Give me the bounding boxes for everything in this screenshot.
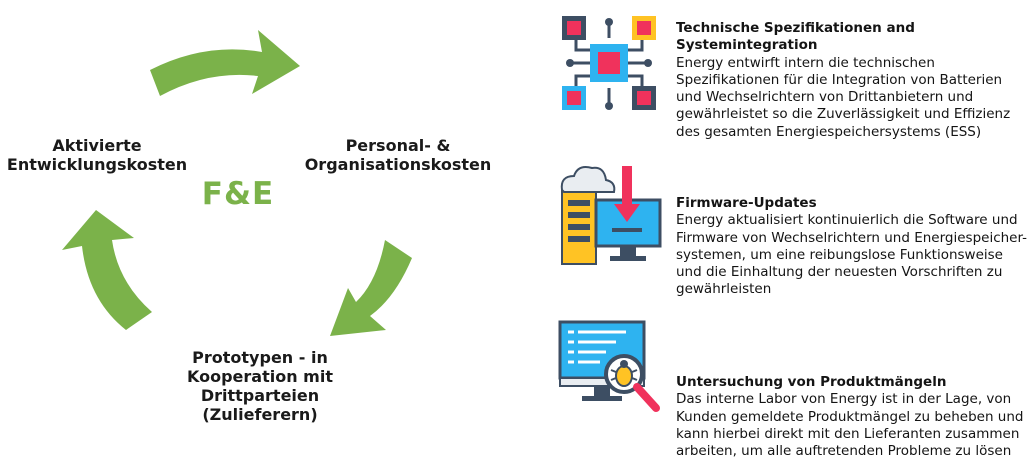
center-title: F&E <box>201 176 275 212</box>
item-firmware-updates: Firmware-Updates Energy aktualisiert kon… <box>556 160 1030 297</box>
item-specifications-text: Technische Spezifikationen and Systemint… <box>676 20 1030 141</box>
rd-cycle-diagram: Aktivierte Entwicklungskosten Personal- … <box>6 30 492 424</box>
item-defects-title: Untersuchung von Produktmängeln <box>676 374 947 390</box>
cycle-arrows <box>62 30 412 336</box>
monitor-bug-search-icon <box>558 320 660 412</box>
cycle-arrow-right <box>330 240 412 336</box>
node-label-prototypes: Prototypen - in Kooperation mit Drittpar… <box>187 348 333 424</box>
item-specifications-description: Energy entwirft intern die technischen S… <box>676 54 1011 140</box>
cycle-arrow-top <box>150 30 300 96</box>
item-product-defects: Untersuchung von Produktmängeln Das inte… <box>556 316 1030 459</box>
item-firmware-title: Firmware-Updates <box>676 195 817 211</box>
item-firmware-description: Energy aktualisiert kontinuierlich die S… <box>676 212 1028 298</box>
cloud-download-monitor-icon <box>560 166 662 265</box>
item-defects-text: Untersuchung von Produktmängeln Das inte… <box>676 374 1030 460</box>
item-defects-description: Das interne Labor von Energy ist in der … <box>676 391 1024 460</box>
item-specifications: Technische Spezifikationen and Systemint… <box>556 10 1030 140</box>
node-label-capitalized-costs: Aktivierte Entwicklungskosten <box>6 136 188 174</box>
item-specifications-title: Technische Spezifikationen and Systemint… <box>676 20 915 54</box>
cycle-arrow-left <box>62 210 152 330</box>
node-label-personnel-costs: Personal- & Organisationskosten <box>304 136 492 174</box>
circuit-chip-icon <box>562 16 656 110</box>
item-firmware-text: Firmware-Updates Energy aktualisiert kon… <box>676 195 1030 299</box>
